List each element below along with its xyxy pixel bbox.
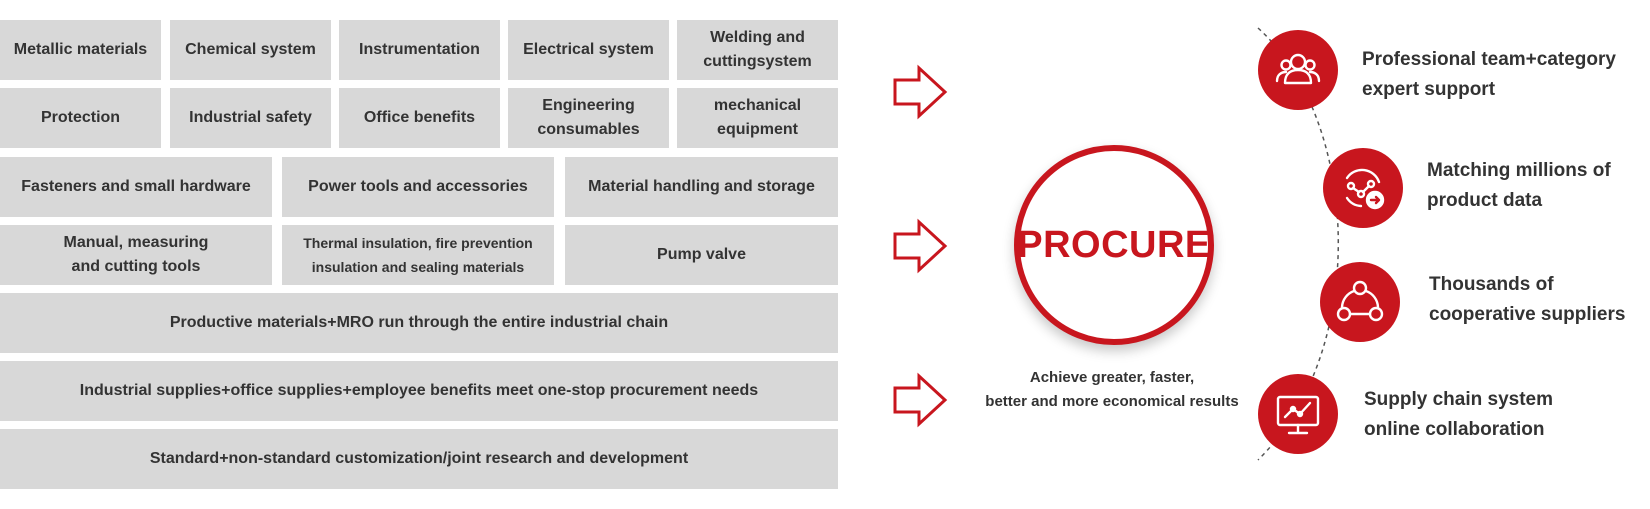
category-engineering-consumables: Engineering consumables xyxy=(508,88,669,148)
category-chemical-system: Chemical system xyxy=(170,20,331,80)
category-electrical-system: Electrical system xyxy=(508,20,669,80)
procure-circle: PROCURE xyxy=(1014,145,1214,345)
category-office-benefits: Office benefits xyxy=(339,88,500,148)
banner-customization: Standard+non-standard customization/join… xyxy=(0,429,838,489)
category-manual-tools: Manual, measuring and cutting tools xyxy=(0,225,272,285)
network-icon xyxy=(1336,280,1384,322)
arrow-right-icon xyxy=(893,218,948,274)
feature-data xyxy=(1323,148,1403,228)
monitor-chart-icon xyxy=(1276,395,1320,435)
feature-suppliers-text: Thousands of cooperative suppliers xyxy=(1429,274,1626,325)
feature-collaboration xyxy=(1258,374,1338,454)
arrow-right-icon xyxy=(893,64,948,120)
arrow-right-icon xyxy=(893,372,948,428)
team-icon xyxy=(1275,53,1321,85)
category-metallic-materials: Metallic materials xyxy=(0,20,161,80)
category-industrial-safety: Industrial safety xyxy=(170,88,331,148)
banner-industrial-chain: Productive materials+MRO run through the… xyxy=(0,293,838,353)
result-text: Achieve greater, faster, better and more… xyxy=(985,369,1239,410)
feature-data-text: Matching millions of product data xyxy=(1427,160,1611,211)
category-fasteners: Fasteners and small hardware xyxy=(0,157,272,217)
category-power-tools: Power tools and accessories xyxy=(282,157,554,217)
category-protection: Protection xyxy=(0,88,161,148)
procure-title: PROCURE xyxy=(1017,223,1211,266)
feature-team xyxy=(1258,30,1338,110)
category-instrumentation: Instrumentation xyxy=(339,20,500,80)
category-material-handling: Material handling and storage xyxy=(565,157,838,217)
category-thermal-insulation: Thermal insulation, fire prevention insu… xyxy=(282,225,554,285)
category-pump-valve: Pump valve xyxy=(565,225,838,285)
feature-suppliers xyxy=(1320,262,1400,342)
data-matching-icon xyxy=(1345,168,1385,210)
feature-collaboration-text: Supply chain system online collaboration xyxy=(1364,389,1554,440)
banner-one-stop-procurement: Industrial supplies+office supplies+empl… xyxy=(0,361,838,421)
category-welding-cutting: Welding and cuttingsystem xyxy=(677,20,838,80)
feature-team-text: Professional team+category expert suppor… xyxy=(1362,49,1616,100)
category-mechanical-equipment: mechanical equipment xyxy=(677,88,838,148)
